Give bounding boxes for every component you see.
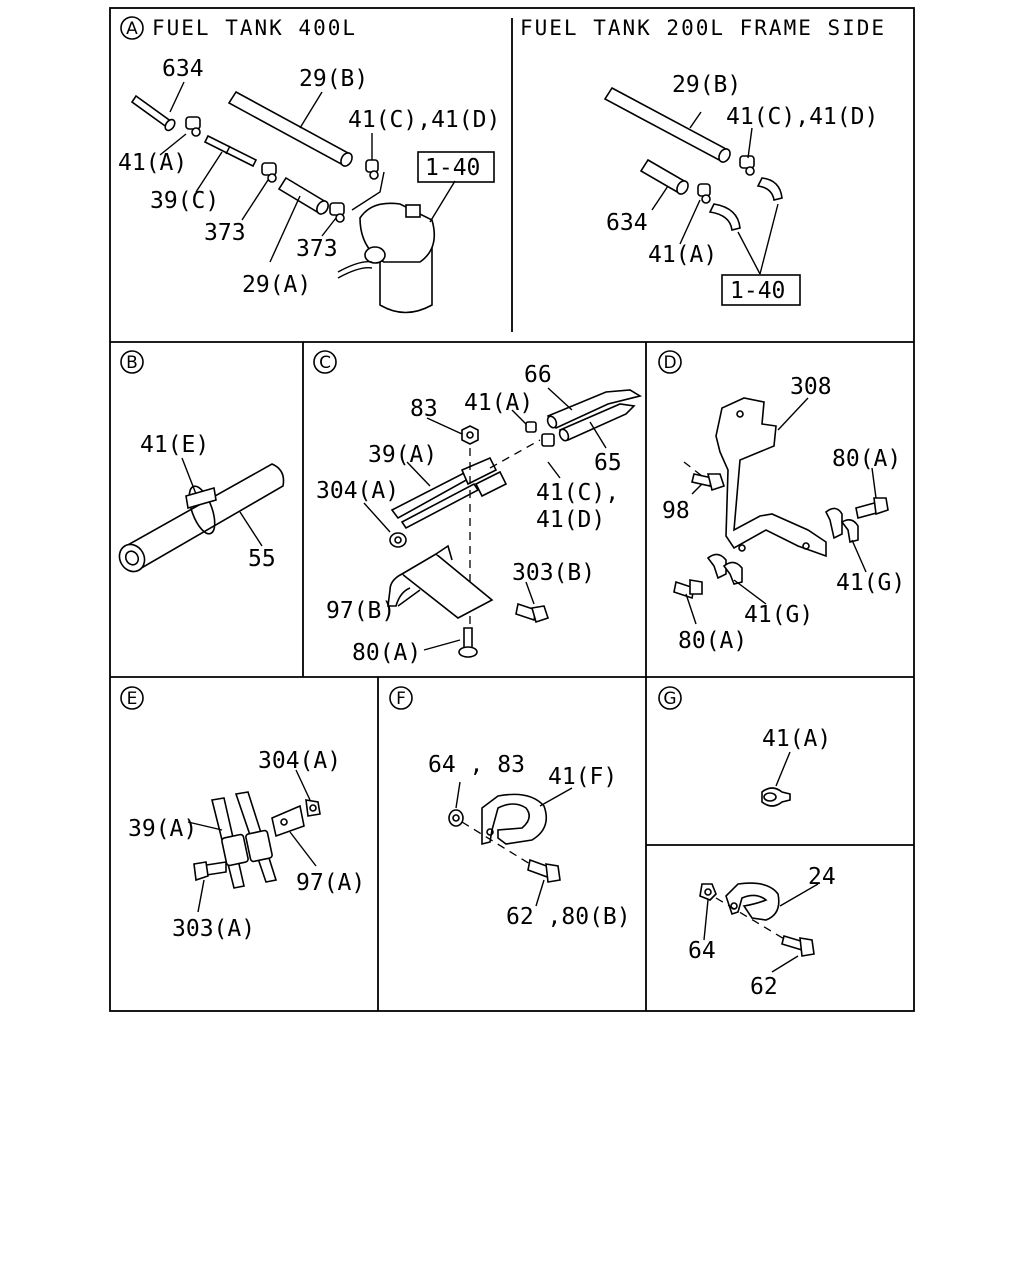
label-41f: 41(F) [548,764,617,790]
label-39a: 39(A) [128,816,197,842]
label-80a: 80(A) [678,628,747,654]
label-24: 24 [808,864,836,890]
svg-text:B: B [126,353,138,373]
panel-f-drawing [448,781,573,907]
label-634: 634 [606,210,648,236]
svg-text:C: C [319,353,331,373]
panel-b-drawing [118,457,285,573]
label-39c: 39(C) [150,188,219,214]
label-373: 373 [204,220,246,246]
label-373: 373 [296,236,338,262]
svg-text:A: A [126,19,138,39]
section-marker-g: G [658,686,682,710]
panel-g2-drawing [699,882,819,973]
label-97b: 97(B) [326,598,395,624]
label-304a: 304(A) [316,478,399,504]
label-634: 634 [162,56,204,82]
panel-grid [109,7,915,1012]
panel-a-frame-title: FUEL TANK 200L FRAME SIDE [520,16,886,40]
label-303b: 303(B) [512,560,595,586]
label-62-80b: 62 ,80(B) [506,904,631,930]
label-80a: 80(A) [352,640,421,666]
section-marker-b: B [120,350,144,374]
panel-e-drawing [187,769,321,913]
label-66: 66 [524,362,552,388]
section-marker-e: E [120,686,144,710]
label-41a: 41(A) [464,390,533,416]
panel-a-frame-ref-box [721,274,801,306]
label-98: 98 [662,498,690,524]
label-41c-41d: 41(C),41(D) [726,104,878,130]
label-83: 83 [410,396,438,422]
label-ref-1-40: 1-40 [730,278,785,304]
label-97a: 97(A) [296,870,365,896]
svg-text:D: D [663,353,676,373]
label-303a: 303(A) [172,916,255,942]
label-41a: 41(A) [762,726,831,752]
panel-c-drawing [363,387,643,658]
svg-text:F: F [396,689,406,709]
label-39a: 39(A) [368,442,437,468]
label-65: 65 [594,450,622,476]
panel-d-drawing [673,397,889,625]
section-marker-d: D [658,350,682,374]
label-64-83: 64 , 83 [428,752,525,778]
label-308: 308 [790,374,832,400]
label-29a: 29(A) [242,272,311,298]
label-55: 55 [248,546,276,572]
section-marker-f: F [389,686,413,710]
svg-text:G: G [663,689,676,709]
svg-text:E: E [127,689,138,709]
panel-g-drawing [761,751,791,807]
label-304a: 304(A) [258,748,341,774]
panel-a-frame-drawing [603,86,783,275]
label-62: 62 [750,974,778,1000]
label-41a: 41(A) [648,242,717,268]
label-41c: 41(C), [536,480,619,506]
label-41g: 41(G) [744,602,813,628]
label-41e: 41(E) [140,432,209,458]
label-ref-1-40: 1-40 [425,155,480,181]
label-41g: 41(G) [836,570,905,596]
panel-a-drawing [130,81,456,314]
label-41c-41d: 41(C),41(D) [348,107,500,133]
section-marker-a: A [120,16,144,40]
panel-a-title: FUEL TANK 400L [152,16,357,40]
label-41d: 41(D) [536,507,605,533]
label-29b: 29(B) [299,66,368,92]
label-29b: 29(B) [672,72,741,98]
label-41a: 41(A) [118,150,187,176]
section-marker-c: C [313,350,337,374]
label-80a: 80(A) [832,446,901,472]
label-64: 64 [688,938,716,964]
panel-a-ref-box [417,151,495,183]
